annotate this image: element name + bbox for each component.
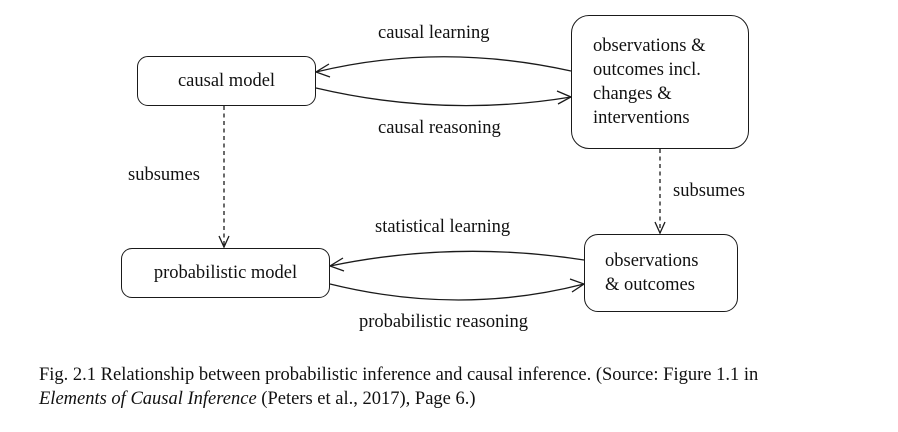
observations-interventions-node: observations & outcomes incl. changes & … bbox=[571, 15, 749, 149]
subsumes-left-label: subsumes bbox=[128, 165, 200, 185]
observations-outcomes-line-2: & outcomes bbox=[605, 275, 695, 295]
caption-line-1: Fig. 2.1 Relationship between probabilis… bbox=[39, 365, 759, 385]
figure-caption: Fig. 2.1 Relationship between probabilis… bbox=[39, 363, 879, 411]
caption-book-title: Elements of Causal Inference bbox=[39, 389, 257, 409]
diagram-edges bbox=[218, 56, 666, 301]
causal-reasoning-arrow bbox=[315, 87, 572, 107]
causal-model-label: causal model bbox=[177, 71, 276, 91]
subsumes-right-label: subsumes bbox=[673, 181, 745, 201]
caption-citation: (Peters et al., 2017), Page 6.) bbox=[256, 389, 476, 409]
observations-outcomes-line-1: observations bbox=[605, 251, 699, 271]
causal-learning-arrowhead bbox=[314, 63, 331, 78]
causal-inference-diagram: causal model observations & outcomes inc… bbox=[121, 15, 749, 332]
causal-reasoning-label: causal reasoning bbox=[378, 118, 501, 138]
probabilistic-model-node: probabilistic model bbox=[121, 248, 330, 298]
observations-interventions-line-3: changes & bbox=[593, 84, 672, 104]
causal-model-node: causal model bbox=[137, 56, 316, 106]
statistical-learning-label: statistical learning bbox=[375, 217, 511, 237]
statistical-learning-arrowhead bbox=[328, 257, 345, 272]
statistical-learning-arrow bbox=[329, 250, 585, 267]
observations-interventions-line-4: interventions bbox=[593, 108, 690, 128]
observations-outcomes-node: observations & outcomes bbox=[584, 234, 738, 312]
probabilistic-model-label: probabilistic model bbox=[153, 263, 298, 283]
subsumes-left-arrowhead bbox=[218, 235, 230, 249]
probabilistic-reasoning-label: probabilistic reasoning bbox=[359, 312, 529, 332]
observations-interventions-line-1: observations & bbox=[593, 36, 706, 56]
causal-learning-label: causal learning bbox=[378, 23, 490, 43]
caption-line-2: Elements of Causal Inference (Peters et … bbox=[39, 387, 879, 411]
probabilistic-reasoning-arrow bbox=[329, 283, 585, 301]
causal-learning-arrow bbox=[315, 56, 572, 73]
observations-interventions-line-2: outcomes incl. bbox=[593, 60, 701, 80]
subsumes-right-arrowhead bbox=[654, 221, 666, 235]
